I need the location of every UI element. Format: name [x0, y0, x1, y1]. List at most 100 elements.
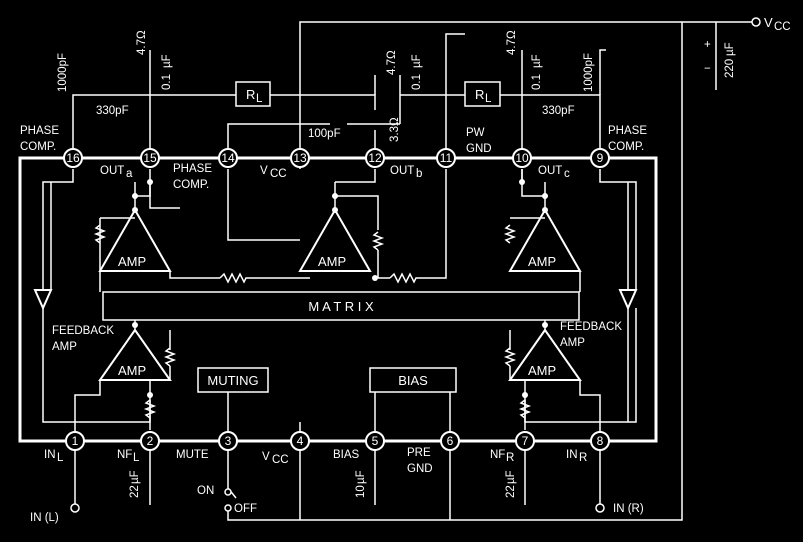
svg-text:14: 14 — [221, 151, 235, 165]
svg-text:16: 16 — [66, 151, 80, 165]
bottom-component-labels: 22 µF 10 µF 22 µF ON OFF IN (L) IN (R) — [30, 470, 644, 524]
feedback-left-label-1: FEEDBACK — [52, 325, 114, 337]
svg-text:NF: NF — [117, 449, 132, 461]
pin-3: 3 — [218, 431, 238, 451]
svg-text:1: 1 — [72, 434, 79, 448]
svg-text:V: V — [262, 451, 270, 463]
svg-text:R: R — [579, 452, 587, 464]
svg-text:IN: IN — [566, 449, 578, 461]
svg-text:5: 5 — [372, 434, 379, 448]
svg-text:220: 220 — [724, 59, 736, 78]
svg-text:NF: NF — [490, 449, 505, 461]
svg-text:V: V — [764, 15, 773, 30]
svg-text:MUTE: MUTE — [176, 449, 209, 461]
svg-text:0.1: 0.1 — [161, 74, 173, 90]
svg-text:+: + — [704, 39, 711, 51]
svg-text:22: 22 — [129, 485, 141, 498]
feedback-left-label-2: AMP — [52, 341, 77, 353]
amp-b-label: AMP — [318, 254, 346, 269]
svg-text:PRE: PRE — [407, 447, 431, 459]
svg-text:9: 9 — [597, 151, 604, 165]
amp-right-label: AMP — [528, 363, 556, 378]
svg-text:8: 8 — [597, 434, 604, 448]
svg-text:L: L — [485, 93, 492, 105]
external-wiring-bottom — [70, 450, 605, 520]
pin-labels: PHASE COMP. PHASE COMP. V CC PW GND PHAS… — [20, 125, 647, 475]
pin-1: 1 — [65, 431, 85, 451]
svg-text:330pF: 330pF — [96, 105, 129, 117]
matrix-label: M A T R I X — [308, 299, 374, 314]
svg-text:µF: µF — [161, 54, 173, 68]
pin-16: 16 — [63, 148, 83, 168]
svg-text:BIAS: BIAS — [333, 449, 360, 461]
svg-text:330pF: 330pF — [542, 105, 575, 117]
svg-text:COMP.: COMP. — [173, 179, 209, 191]
svg-text:11: 11 — [440, 151, 453, 165]
pin-8: 8 — [590, 431, 610, 451]
svg-text:1000pF: 1000pF — [583, 53, 595, 92]
svg-text:CC: CC — [270, 168, 287, 180]
svg-text:10: 10 — [515, 151, 529, 165]
svg-text:OUT: OUT — [538, 165, 562, 177]
pin-14: 14 — [218, 148, 238, 168]
svg-text:IN (L): IN (L) — [30, 512, 59, 524]
muting-block: MUTING — [197, 367, 269, 393]
svg-text:3.3Ω: 3.3Ω — [389, 117, 401, 142]
pin-11: 11 — [436, 148, 456, 168]
svg-text:12: 12 — [368, 151, 382, 165]
svg-text:6: 6 — [447, 434, 454, 448]
pin-5: 5 — [365, 431, 385, 451]
svg-text:PHASE: PHASE — [608, 125, 647, 137]
svg-text:CC: CC — [774, 21, 791, 33]
svg-text:MUTING: MUTING — [207, 373, 258, 388]
svg-text:OUT: OUT — [390, 165, 414, 177]
svg-text:OUT: OUT — [100, 165, 124, 177]
svg-text:L: L — [133, 452, 140, 464]
svg-text:4: 4 — [297, 434, 304, 448]
svg-text:COMP.: COMP. — [608, 141, 644, 153]
pin-12: 12 — [365, 148, 385, 168]
svg-text:R: R — [246, 87, 255, 102]
pin-6: 6 — [440, 431, 460, 451]
pin-10: 10 — [512, 148, 532, 168]
svg-text:GND: GND — [466, 143, 492, 155]
svg-text:IN (R): IN (R) — [613, 503, 644, 515]
feedback-right-label-1: FEEDBACK — [560, 321, 622, 333]
svg-text:1000pF: 1000pF — [57, 53, 69, 92]
svg-text:3: 3 — [225, 434, 232, 448]
svg-text:µF: µF — [724, 42, 736, 56]
internal-resistors — [93, 224, 532, 419]
svg-text:L: L — [57, 452, 64, 464]
component-labels-top: 1000pF 1000pF 330pF 330pF 4.7Ω 4.7Ω 4.7Ω… — [57, 30, 736, 142]
external-wiring-top — [72, 21, 752, 521]
amp-a-label: AMP — [118, 254, 146, 269]
svg-text:7: 7 — [522, 434, 529, 448]
svg-text:R: R — [475, 87, 484, 102]
svg-text:µF: µF — [129, 470, 141, 484]
svg-text:15: 15 — [143, 151, 157, 165]
svg-text:µF: µF — [411, 54, 423, 68]
rl-right: R L — [464, 81, 501, 107]
svg-text:c: c — [564, 168, 570, 180]
pin-4: 4 — [290, 431, 310, 451]
svg-text:PW: PW — [466, 127, 485, 139]
svg-text:13: 13 — [293, 151, 307, 165]
pin-15: 15 — [140, 148, 160, 168]
pin-9: 9 — [590, 148, 610, 168]
svg-text:OFF: OFF — [234, 503, 257, 515]
svg-text:PHASE: PHASE — [20, 125, 59, 137]
svg-text:ON: ON — [197, 485, 214, 497]
svg-text:2: 2 — [147, 434, 154, 448]
vcc-supply: V CC — [751, 15, 791, 33]
svg-text:b: b — [416, 168, 422, 180]
svg-text:R: R — [506, 452, 514, 464]
pin-13: 13 — [290, 148, 310, 168]
svg-text:0.1: 0.1 — [411, 74, 423, 90]
svg-text:0.1: 0.1 — [531, 74, 543, 90]
feedback-right-label-2: AMP — [560, 337, 585, 349]
svg-text:−: − — [704, 63, 711, 75]
svg-text:4.7Ω: 4.7Ω — [386, 50, 398, 75]
svg-text:µF: µF — [505, 470, 517, 484]
svg-text:4.7Ω: 4.7Ω — [136, 30, 148, 55]
